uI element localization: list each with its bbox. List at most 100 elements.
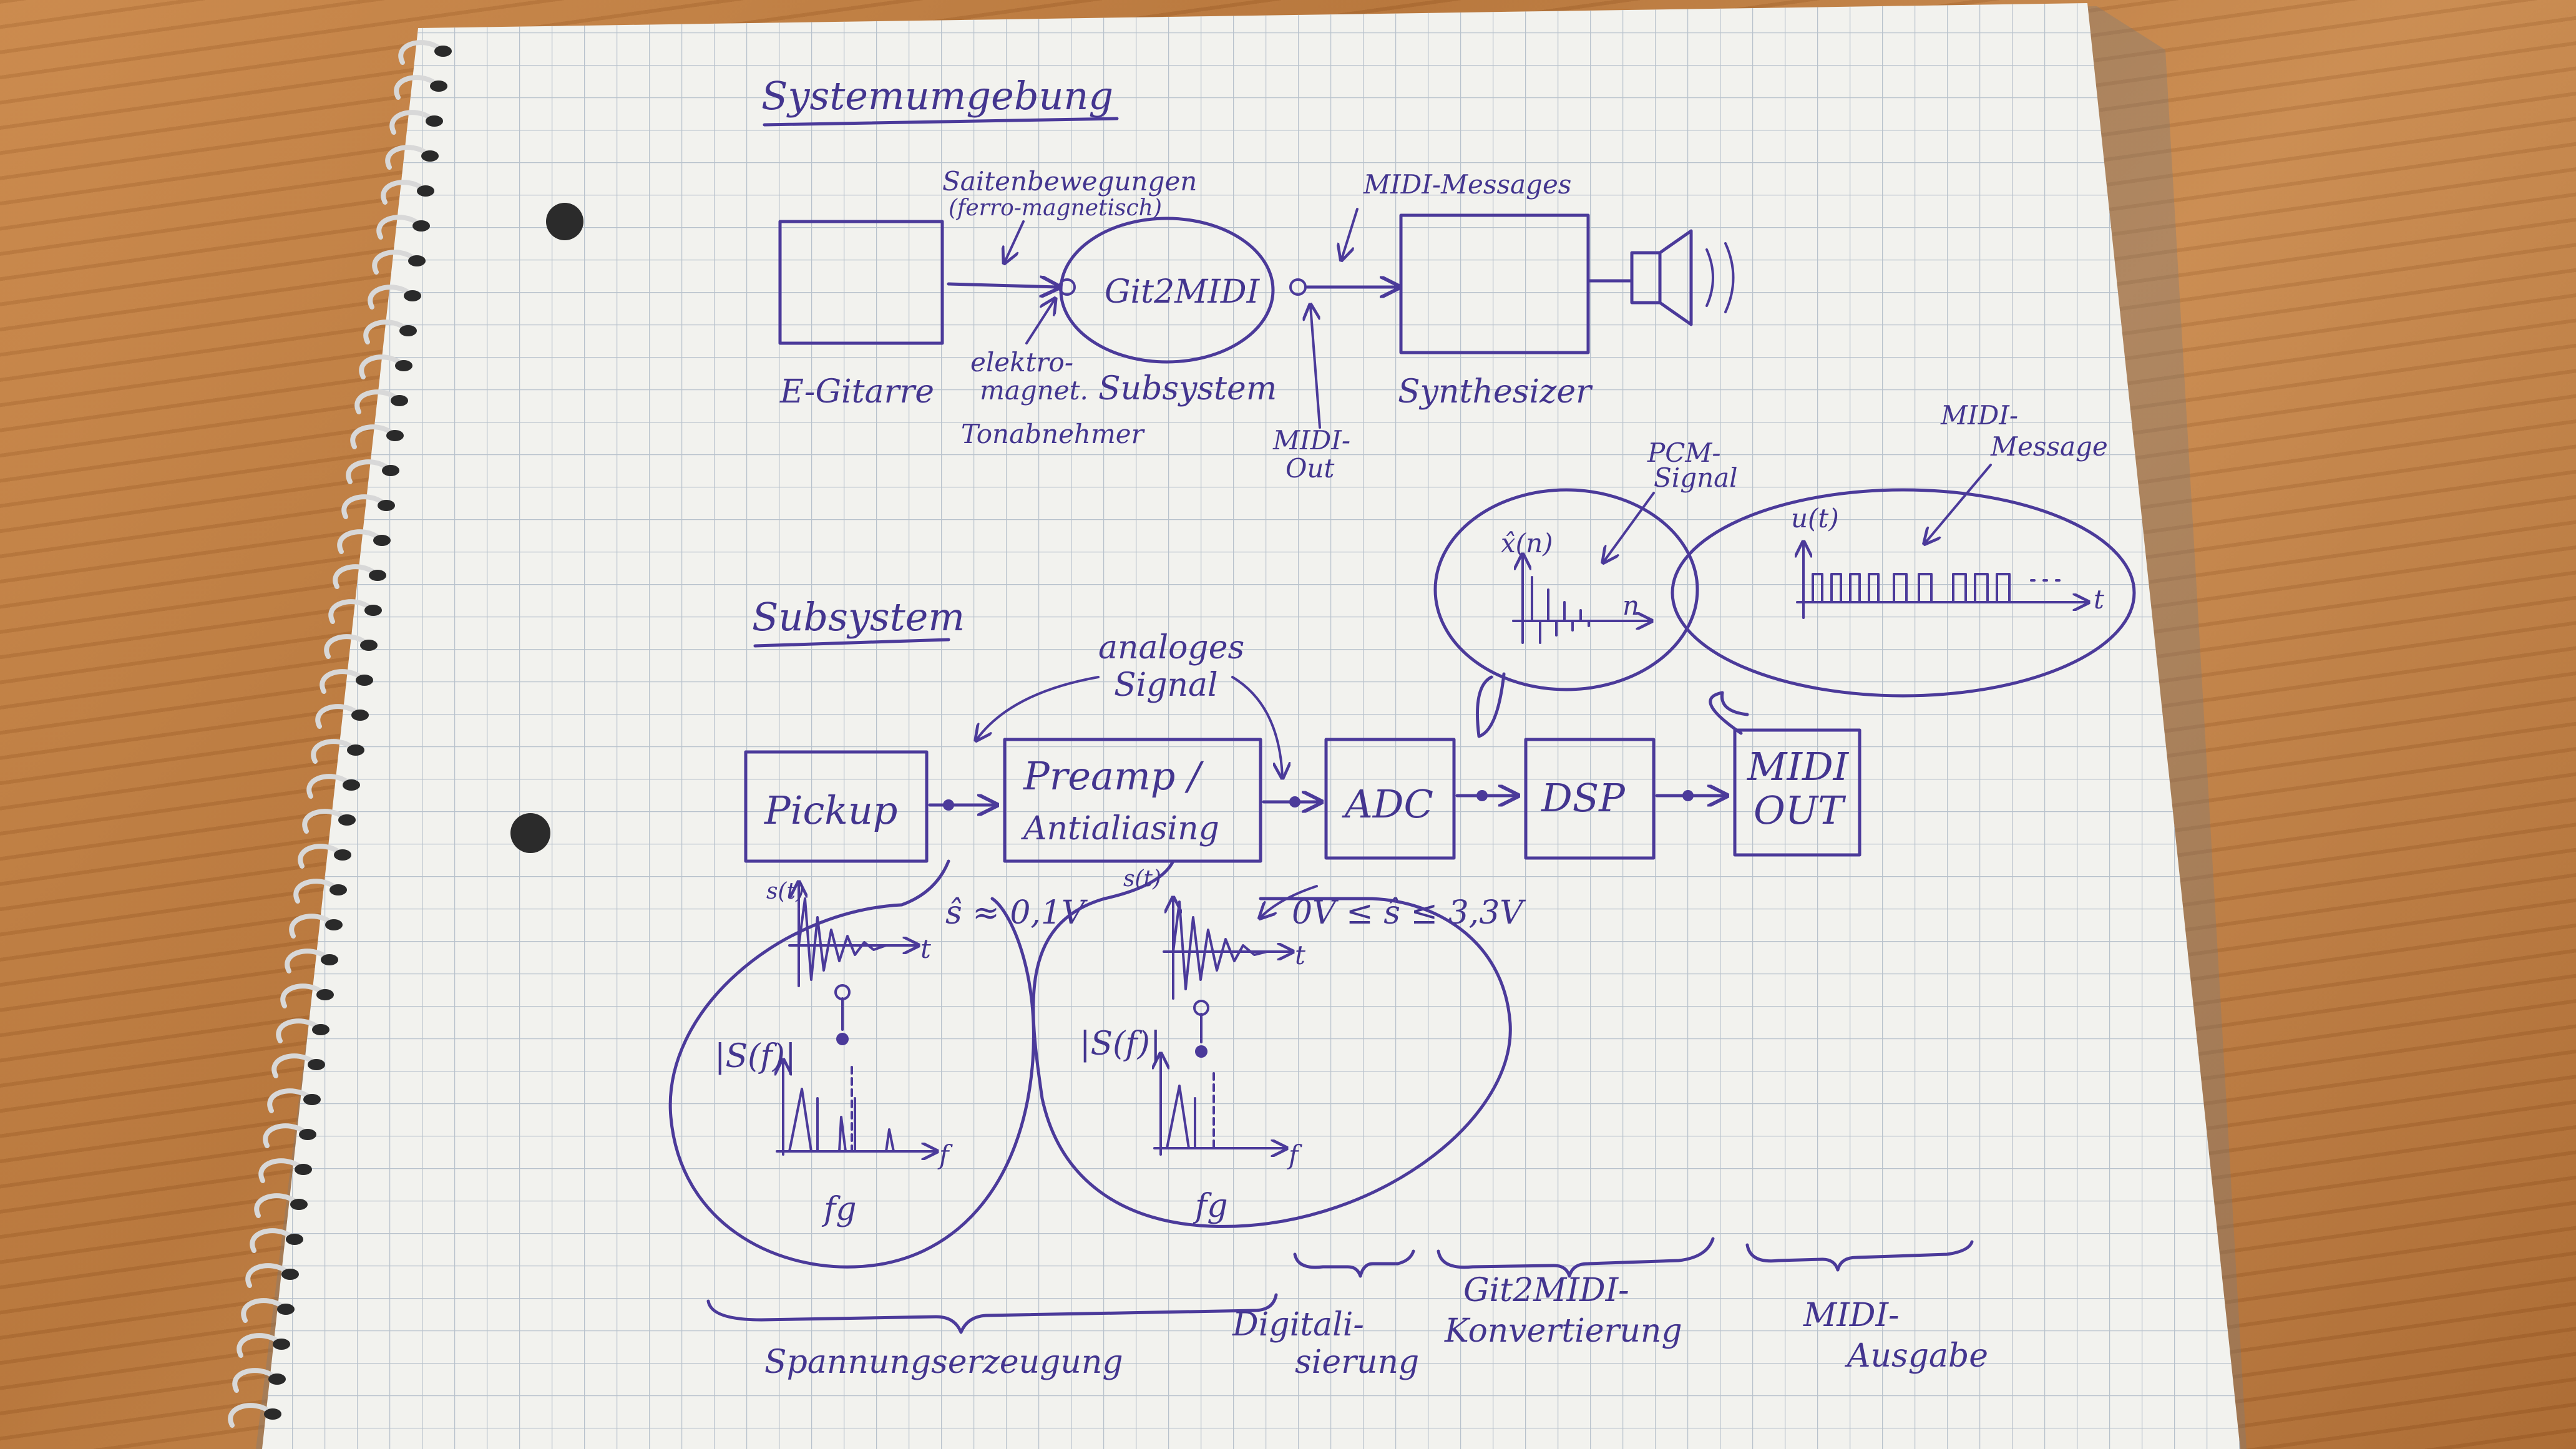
- midi-out-block: [1733, 728, 1861, 857]
- spiral-coil: [285, 949, 329, 973]
- pickup-label: Pickup: [764, 788, 897, 833]
- spiral-hole: [408, 255, 426, 266]
- brace-stage-3: [1437, 1237, 1715, 1278]
- stage-1-label: Spannungserzeugung: [764, 1344, 1123, 1381]
- spiral-coil: [254, 1193, 298, 1218]
- stage-4-label-line1: MIDI-: [1803, 1297, 1900, 1334]
- bubble1-time-x-label: t: [920, 934, 931, 964]
- synthesizer-label: Synthesizer: [1398, 373, 1593, 411]
- stage-3-label-line1: Git2MIDI-: [1463, 1272, 1629, 1309]
- spiral-binding: [228, 40, 452, 1428]
- pickup-note-arrow: [1025, 300, 1055, 344]
- dsp-label: DSP: [1541, 775, 1626, 821]
- spiral-coil: [306, 774, 351, 799]
- midi-message-bubble: [1671, 488, 2136, 698]
- stage-3-label-line2: Konvertierung: [1444, 1312, 1682, 1350]
- spiral-coil: [267, 1088, 311, 1113]
- pcm-signal-bubble: [1433, 488, 1699, 691]
- spiral-coil: [250, 1228, 294, 1253]
- spiral-coil: [289, 914, 333, 939]
- spiral-coil: [241, 1298, 285, 1323]
- spiral-coil: [337, 529, 381, 554]
- spiral-coil: [228, 1403, 272, 1428]
- spiral-coil: [385, 145, 429, 170]
- spiral-coil: [293, 879, 338, 904]
- spiral-coil: [311, 739, 355, 764]
- midi-axis-y-label: u(t): [1791, 503, 1839, 534]
- spiral-hole: [399, 325, 417, 336]
- spiral-hole: [412, 220, 430, 232]
- spiral-hole: [386, 430, 404, 441]
- spiral-coil: [324, 634, 368, 659]
- bubble1-freq-y-label: |S(f)|: [715, 1038, 796, 1075]
- analog-arrow-right: [1231, 676, 1282, 777]
- preamp-freq-plot: [1154, 1000, 1286, 1154]
- pickup-time-plot: [788, 883, 917, 987]
- strings-note-line1: Saitenbewegungen: [942, 166, 1197, 197]
- pcm-axis-x-label: n: [1622, 590, 1639, 621]
- bubble2-freq-y-label: |S(f)|: [1080, 1025, 1161, 1063]
- spiral-hole: [395, 360, 412, 371]
- spiral-coil: [320, 669, 364, 694]
- preamp-output-node: [1289, 796, 1300, 807]
- spiral-hole: [364, 605, 382, 616]
- heading-subsystem: Subsystem: [752, 594, 965, 640]
- spiral-hole: [290, 1199, 308, 1210]
- spiral-coil: [280, 983, 324, 1008]
- pickup-block: [744, 750, 929, 863]
- midi-messages-label: MIDI-Messages: [1363, 169, 1571, 200]
- spiral-coil: [341, 494, 386, 519]
- bubble2-tail: [1103, 859, 1175, 900]
- spiral-hole: [417, 185, 434, 197]
- punch-hole-top: [546, 203, 583, 240]
- spiral-hole: [303, 1094, 321, 1105]
- spiral-hole: [360, 640, 378, 651]
- spiral-hole: [295, 1164, 312, 1175]
- punch-hole-middle: [510, 813, 550, 853]
- midi-msg-note-arrow: [1925, 464, 1992, 543]
- spiral-coil: [276, 1018, 320, 1043]
- adc-block: [1324, 738, 1456, 860]
- spiral-coil: [372, 250, 416, 275]
- spiral-hole: [369, 570, 386, 581]
- spiral-coil: [258, 1158, 303, 1183]
- spiral-hole: [426, 115, 443, 127]
- analog-arrow-left: [977, 676, 1100, 739]
- spiral-hole: [264, 1408, 281, 1420]
- spiral-hole: [316, 989, 334, 1000]
- midi-out-line2: Out: [1286, 453, 1334, 484]
- guitar-block: [778, 220, 944, 345]
- preamp-spectrum-bubble: [1032, 897, 1512, 1228]
- pickup-freq-plot: [777, 984, 936, 1154]
- adc-output-node: [1476, 790, 1488, 801]
- speaker-icon: [1630, 229, 1735, 326]
- dsp-block: [1524, 738, 1656, 860]
- spiral-coil: [368, 285, 412, 310]
- spiral-coil: [333, 564, 377, 589]
- spiral-coil: [350, 424, 394, 449]
- spiral-coil: [394, 75, 438, 100]
- stage-4-label-line2: Ausgabe: [1845, 1337, 1988, 1375]
- guitar-label: E-Gitarre: [779, 373, 934, 411]
- spiral-coil: [363, 320, 407, 344]
- input-port: [1058, 278, 1076, 296]
- preamp-label-line1: Preamp /: [1023, 753, 1204, 799]
- spiral-coil: [376, 215, 421, 240]
- spiral-hole: [312, 1024, 329, 1035]
- spiral-hole: [434, 46, 452, 57]
- preamp-label-line2: Antialiasing: [1021, 810, 1219, 847]
- spiral-hole: [281, 1269, 299, 1280]
- spiral-hole: [268, 1373, 286, 1385]
- output-port: [1289, 278, 1307, 296]
- midi-axis-x-label: t: [2094, 584, 2104, 615]
- spiral-coil: [315, 704, 359, 729]
- bubble1-time-y-label: s(t): [766, 879, 804, 904]
- midi-msg-note-line1: MIDI-: [1940, 400, 2018, 431]
- spiral-hole: [373, 535, 391, 546]
- spiral-coil: [263, 1123, 307, 1148]
- midi-out-line1: MIDI-: [1272, 425, 1350, 456]
- preamp-level-note: 0V ≤ ŝ ≤ 3,3V: [1292, 894, 1526, 932]
- spiral-coil: [271, 1053, 316, 1078]
- spiral-hole: [347, 744, 364, 756]
- bubble1-fg-label: fg: [821, 1191, 857, 1228]
